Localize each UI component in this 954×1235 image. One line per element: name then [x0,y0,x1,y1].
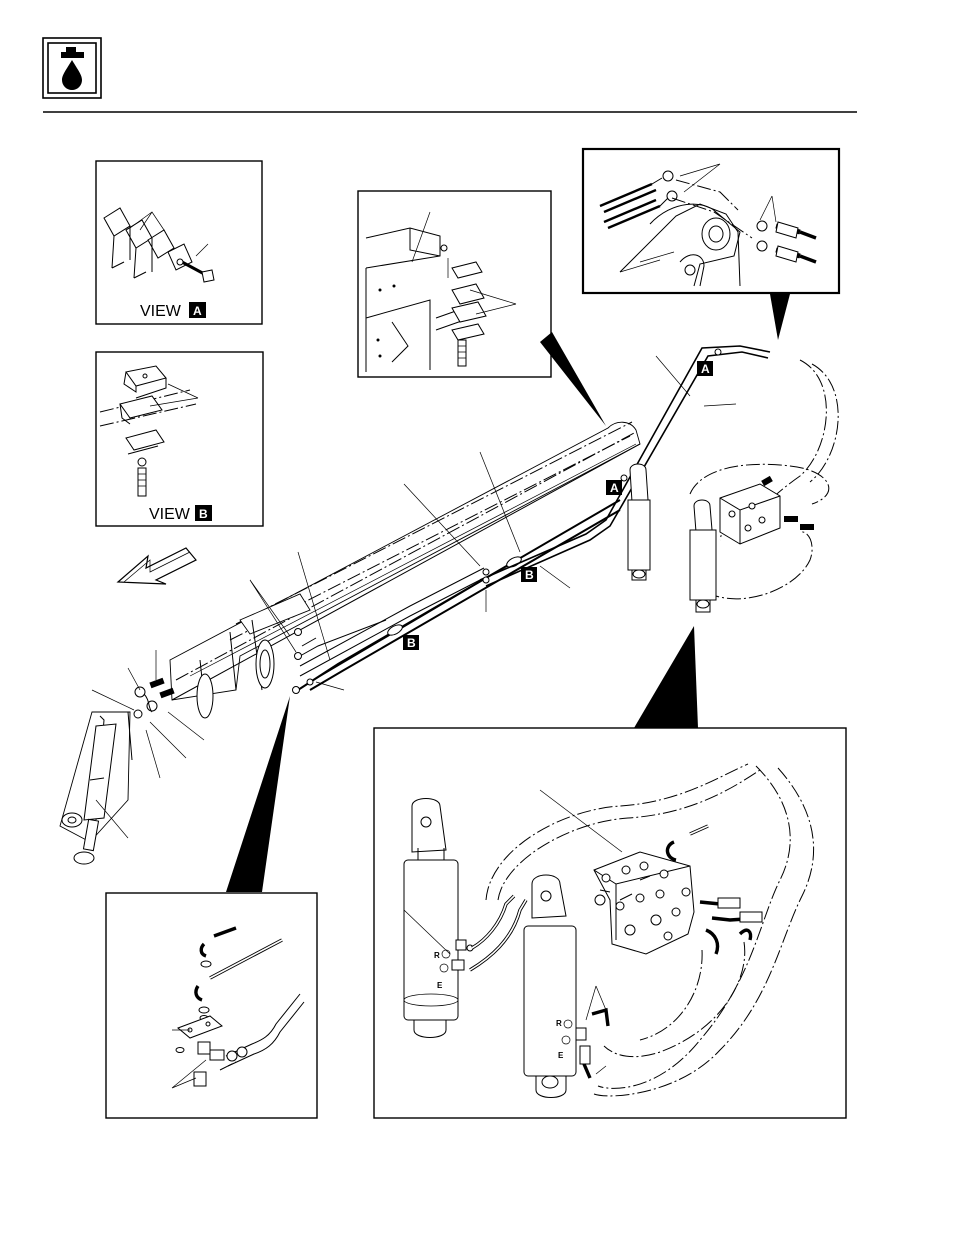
boom-tag-b-right-text: B [525,568,534,582]
detail-pointer-right [634,626,698,728]
boom-tag-a-lower-text: A [610,481,619,495]
boom-fitting-detail [106,893,317,1118]
detail-pointer-bottom-left [226,696,290,892]
boom-pivot-detail [583,149,839,293]
cylinder1-port-r: R [434,951,440,960]
view-a-tag: A [193,304,202,318]
lift-cylinder-valve-detail: R E R E [374,728,846,1118]
detail-pointer-top-right [770,294,790,340]
view-b-tag: B [199,507,208,521]
view-b-label: VIEW [149,506,191,523]
view-a-detail: VIEW A [96,161,262,324]
cylinder2-port-r: R [556,1019,562,1028]
cylinder2-port-e: E [558,1051,564,1060]
boom-tag-a-upper-text: A [701,362,710,376]
boom-clamp-detail [358,191,551,377]
view-b-detail: VIEW B [96,352,263,526]
view-a-label: VIEW [140,303,182,320]
hydraulic-fluid-icon [43,38,101,98]
direction-arrow [118,548,196,584]
boom-tag-b-left-text: B [407,636,416,650]
lift-cylinders-main [628,360,838,612]
cylinder1-port-e: E [437,981,443,990]
detail-pointer-top [540,332,606,426]
